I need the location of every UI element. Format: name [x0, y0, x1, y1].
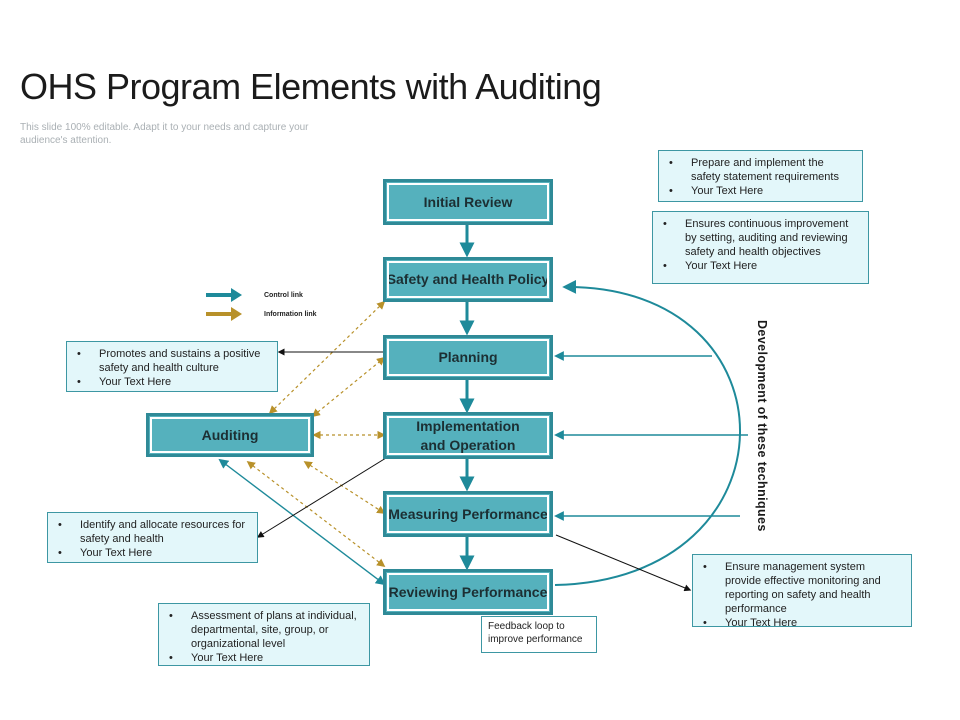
note-left-top: Promotes and sustains a positive safety …: [66, 341, 278, 392]
note-top-right-2-item: Ensures continuous improvement by settin…: [663, 217, 860, 259]
info-link-policy: [268, 300, 386, 415]
info-link-reviewing: [246, 460, 386, 568]
page-subtitle: This slide 100% editable. Adapt it to yo…: [20, 122, 309, 146]
node-reviewing-label: Reviewing Performance: [388, 583, 548, 600]
note-left-top-item: Promotes and sustains a positive safety …: [77, 347, 269, 375]
node-implementation-line1: Implementation: [416, 417, 520, 434]
development-techniques-label: Development of these techniques: [755, 320, 769, 532]
note-bottom-right-item: Ensure management system provide effecti…: [703, 560, 903, 616]
note-top-right-1-item: Prepare and implement the safety stateme…: [669, 156, 854, 184]
note-left-middle-item: Your Text Here: [58, 546, 249, 560]
note-top-right-2: Ensures continuous improvement by settin…: [652, 211, 869, 284]
feedback-loop-label: Feedback loop to improve performance: [481, 616, 597, 653]
node-policy-label: Safety and Health Policy: [386, 271, 550, 287]
note-top-right-2-item: Your Text Here: [663, 259, 860, 273]
node-implementation: Implementation and Operation: [384, 413, 552, 458]
page-title: OHS Program Elements with Auditing: [20, 66, 602, 107]
node-reviewing-performance: Reviewing Performance: [384, 570, 552, 614]
note-bottom-right: Ensure management system provide effecti…: [692, 554, 912, 630]
note-bottom-left: Assessment of plans at individual, depar…: [158, 603, 370, 666]
note-bottom-left-item: Your Text Here: [169, 651, 361, 665]
note-left-middle: Identify and allocate resources for safe…: [47, 512, 258, 563]
note-bottom-right-item: Your Text Here: [703, 616, 903, 630]
pointer-bottom-right: [555, 534, 692, 592]
note-top-right-1-item: Your Text Here: [669, 184, 854, 198]
note-top-right-1: Prepare and implement the safety stateme…: [658, 150, 863, 202]
node-measuring-performance: Measuring Performance: [384, 492, 552, 536]
legend-control-label: Control link: [264, 292, 303, 299]
note-left-middle-item: Identify and allocate resources for safe…: [58, 518, 249, 546]
node-measuring-label: Measuring Performance: [388, 505, 548, 522]
info-link-planning: [311, 356, 386, 418]
legend-information-label: Information link: [264, 311, 317, 318]
note-left-top-item: Your Text Here: [77, 375, 269, 389]
node-initial-review: Initial Review: [384, 180, 552, 224]
node-auditing: Auditing: [147, 414, 313, 456]
node-planning-label: Planning: [438, 349, 498, 365]
node-planning: Planning: [384, 336, 552, 379]
info-link-measuring: [303, 461, 386, 514]
note-bottom-left-item: Assessment of plans at individual, depar…: [169, 609, 361, 651]
legend-arrows: [206, 288, 242, 321]
node-safety-health-policy: Safety and Health Policy: [384, 258, 552, 301]
pointer-left-middle: [256, 457, 387, 538]
feedback-arc: [554, 279, 741, 586]
node-auditing-label: Auditing: [201, 426, 259, 443]
node-implementation-line2: and Operation: [420, 436, 516, 453]
node-initial-review-label: Initial Review: [423, 193, 513, 210]
